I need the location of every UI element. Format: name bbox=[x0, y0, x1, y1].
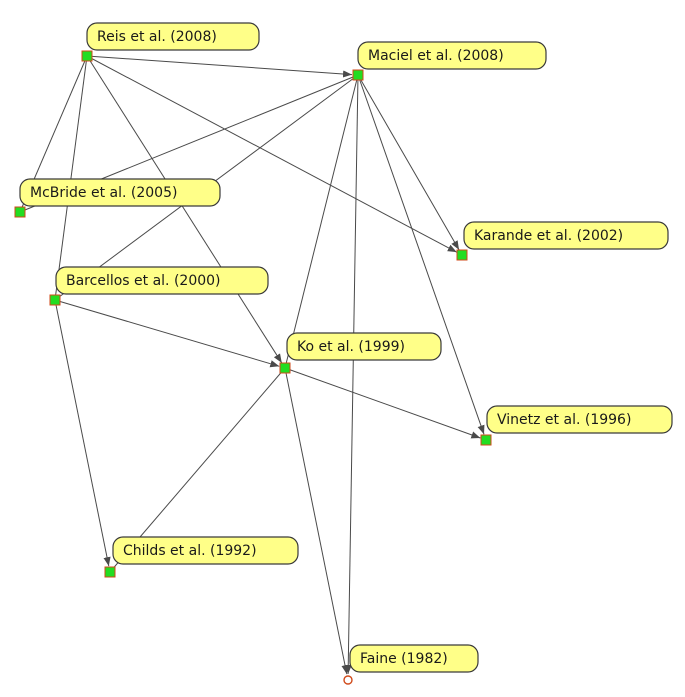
node-label-text: Karande et al. (2002) bbox=[474, 228, 623, 244]
node-label-mcbride[interactable]: McBride et al. (2005) bbox=[19, 178, 221, 207]
edge-maciel-to-faine bbox=[344, 74, 359, 675]
node-label-box bbox=[486, 405, 673, 434]
edge-maciel-to-vinetz bbox=[357, 74, 485, 435]
node-label-box bbox=[349, 644, 479, 673]
node-label-ko[interactable]: Ko et al. (1999) bbox=[286, 332, 442, 361]
edge-barcellos-to-childs bbox=[54, 299, 111, 567]
node-marker-maciel[interactable] bbox=[352, 69, 364, 81]
node-label-text: Reis et al. (2008) bbox=[97, 29, 217, 45]
node-label-text: McBride et al. (2005) bbox=[30, 185, 177, 201]
markers-layer bbox=[14, 50, 492, 685]
node-label-text: Maciel et al. (2008) bbox=[368, 48, 504, 64]
node-label-reis[interactable]: Reis et al. (2008) bbox=[86, 22, 260, 51]
edge-ko-to-vinetz bbox=[284, 367, 481, 439]
node-marker-ko[interactable] bbox=[279, 362, 291, 374]
node-marker-reis[interactable] bbox=[81, 50, 93, 62]
node-label-box bbox=[286, 332, 442, 361]
edge-reis-to-maciel bbox=[86, 55, 353, 78]
node-label-text: Faine (1982) bbox=[360, 651, 448, 667]
node-label-childs[interactable]: Childs et al. (1992) bbox=[112, 536, 299, 565]
node-label-box bbox=[357, 41, 547, 70]
node-marker-faine[interactable] bbox=[343, 675, 353, 685]
edge-ko-to-faine bbox=[284, 367, 349, 675]
node-label-text: Childs et al. (1992) bbox=[123, 543, 257, 559]
node-marker-barcellos[interactable] bbox=[49, 294, 61, 306]
edge-barcellos-to-ko bbox=[54, 299, 280, 368]
node-label-text: Barcellos et al. (2000) bbox=[66, 273, 221, 289]
edge-maciel-to-karande bbox=[357, 74, 460, 251]
node-label-maciel[interactable]: Maciel et al. (2008) bbox=[357, 41, 547, 70]
node-label-vinetz[interactable]: Vinetz et al. (1996) bbox=[486, 405, 673, 434]
node-marker-mcbride[interactable] bbox=[14, 206, 26, 218]
node-marker-vinetz[interactable] bbox=[480, 434, 492, 446]
node-label-box bbox=[463, 221, 669, 250]
node-label-box bbox=[55, 266, 269, 295]
edge-reis-to-barcellos bbox=[54, 55, 88, 301]
node-label-faine[interactable]: Faine (1982) bbox=[349, 644, 479, 673]
node-label-text: Ko et al. (1999) bbox=[297, 339, 405, 355]
node-label-karande[interactable]: Karande et al. (2002) bbox=[463, 221, 669, 250]
labels-layer: Reis et al. (2008) Maciel et al. (2008) Mc… bbox=[19, 22, 673, 673]
node-label-text: Vinetz et al. (1996) bbox=[497, 412, 631, 428]
node-marker-karande[interactable] bbox=[456, 249, 468, 261]
edge-reis-to-ko bbox=[86, 55, 283, 364]
node-label-box bbox=[86, 22, 260, 51]
node-label-box bbox=[19, 178, 221, 207]
node-marker-childs[interactable] bbox=[104, 566, 116, 578]
node-label-barcellos[interactable]: Barcellos et al. (2000) bbox=[55, 266, 269, 295]
edges-layer bbox=[19, 55, 485, 675]
edge-reis-to-karande bbox=[86, 55, 457, 253]
node-label-box bbox=[112, 536, 299, 565]
edge-maciel-to-ko bbox=[284, 74, 359, 369]
